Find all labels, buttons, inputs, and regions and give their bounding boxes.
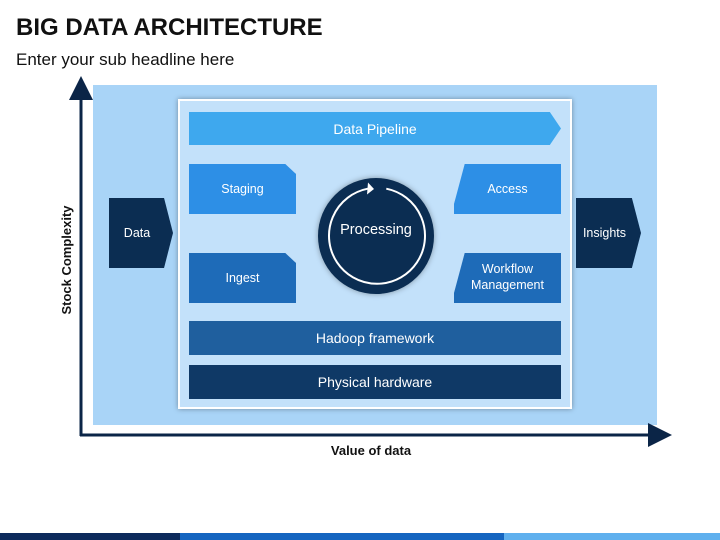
staging-card: Staging: [189, 164, 296, 214]
y-axis-label: Stock Complexity: [59, 205, 74, 315]
x-axis-label: Value of data: [330, 443, 412, 458]
processing-label: Processing: [340, 222, 412, 238]
footer-segment-mid: [180, 533, 504, 540]
hadoop-framework-bar: Hadoop framework: [189, 321, 561, 355]
data-input-arrow: Data: [109, 198, 173, 268]
insights-output-arrow: Insights: [576, 198, 641, 268]
physical-hardware-bar: Physical hardware: [189, 365, 561, 399]
workflow-management-card: Workflow Management: [454, 253, 561, 303]
page-title: BIG DATA ARCHITECTURE: [16, 14, 323, 41]
data-pipeline-banner: Data Pipeline: [189, 112, 561, 145]
access-card: Access: [454, 164, 561, 214]
footer-stripe: [0, 533, 720, 540]
processing-circle: [318, 178, 434, 294]
footer-segment-dark: [0, 533, 180, 540]
cycle-arrow-icon: [328, 182, 426, 285]
footer-segment-light: [504, 533, 720, 540]
page-subtitle: Enter your sub headline here: [16, 50, 235, 69]
ingest-card: Ingest: [189, 253, 296, 303]
